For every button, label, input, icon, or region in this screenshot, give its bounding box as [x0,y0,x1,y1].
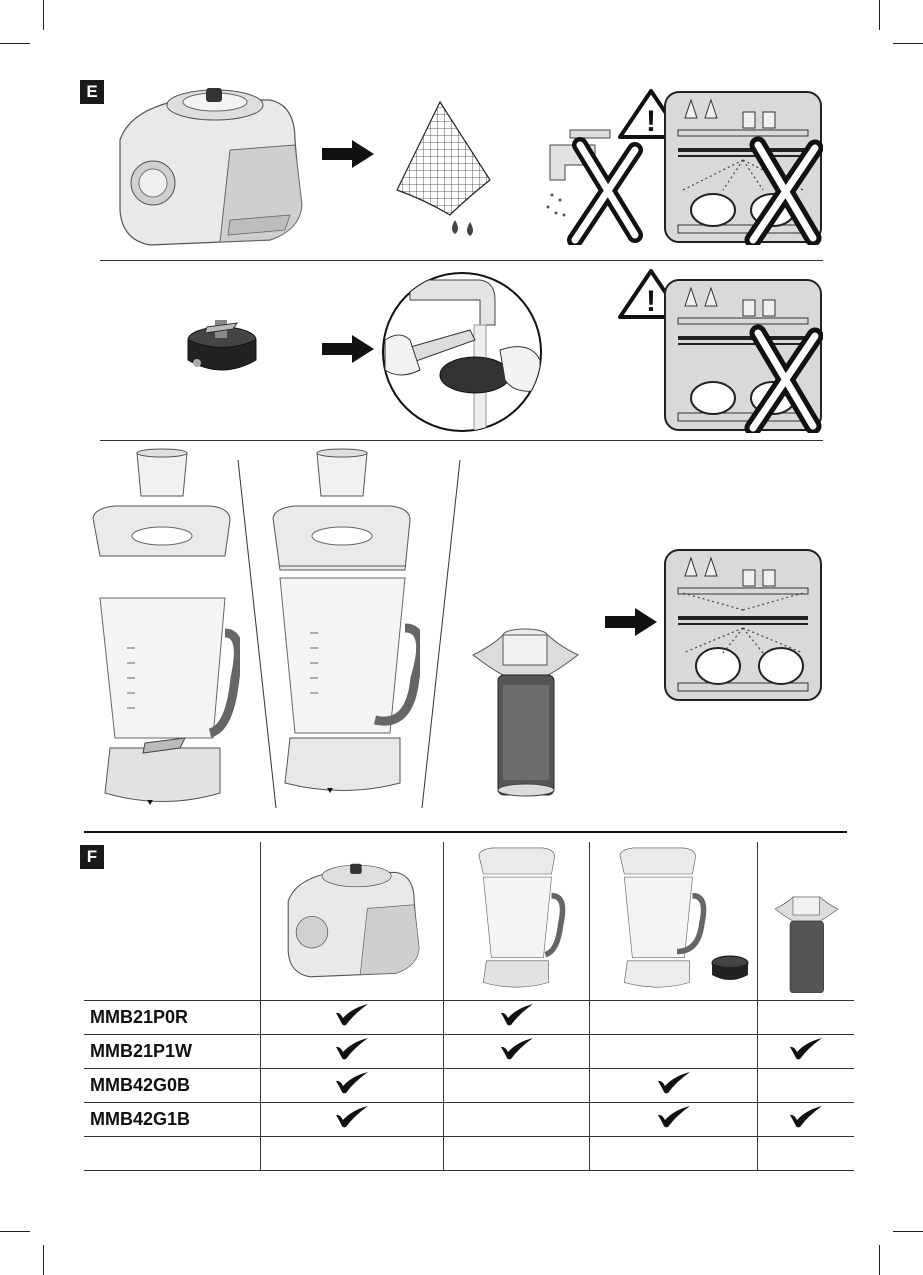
compat-cell-plastic-jug-with-blade [443,1102,590,1137]
compat-cell-motor-base [260,1034,444,1069]
motor-base-thumbnail [287,864,420,978]
compat-cell-motor-base [260,1136,444,1171]
dishwasher-crossed-icon [664,91,823,245]
model-name-cell: MMB21P0R [84,1000,261,1035]
compat-cell-plastic-jug-with-blade [443,1136,590,1171]
compat-cell-vacuum-filter-insert [757,1068,854,1103]
check-mark-icon [657,1071,690,1093]
check-mark-icon [336,1105,368,1127]
divider-slant-1 [237,460,277,809]
crop-mark-bottom-right-v [879,1245,880,1275]
section-divider-f [84,831,847,833]
check-mark-icon [657,1105,690,1127]
check-mark-icon [500,1037,533,1059]
motor-base-illustration [119,88,303,246]
crop-mark-bottom-right-h [893,1231,923,1232]
model-name-cell [84,1136,261,1171]
header-plastic-jug [443,842,590,1001]
table-header-row [84,842,854,1001]
arrow-right-icon [322,335,374,363]
dishwasher-crossed-icon [664,279,823,433]
compat-cell-plastic-jug-with-blade [443,1000,590,1035]
compat-cell-motor-base [260,1102,444,1137]
row-divider-1 [100,260,823,261]
header-motor-base [260,842,444,1001]
compat-cell-motor-base [260,1068,444,1103]
crop-mark-top-left-h [0,43,30,44]
row-divider-2 [100,440,823,441]
vacuum-filter-thumbnail [774,896,839,994]
check-mark-icon [336,1071,368,1093]
model-name-cell: MMB21P1W [84,1034,261,1069]
compat-cell-vacuum-filter-insert [757,1136,854,1171]
glass-jug-exploded-illustration [272,448,420,793]
header-glass-jug-blade [589,842,758,1001]
plastic-jug-exploded-illustration [92,448,240,805]
check-mark-icon [336,1003,368,1025]
table-row: MMB21P1W [84,1034,854,1069]
crop-mark-bottom-left-h [0,1231,30,1232]
arrow-right-icon [605,608,657,636]
dishwasher-icon [664,549,822,701]
check-mark-icon [790,1037,822,1059]
crop-mark-top-right-v [879,0,880,30]
compat-cell-glass-jug-with-removable-blade [589,1136,758,1171]
table-row: MMB42G1B [84,1102,854,1137]
crop-mark-top-left-v [43,0,44,30]
brush-cleaning-circle [382,272,542,432]
model-name-cell: MMB42G0B [84,1068,261,1103]
header-vacuum-filter [757,842,854,1001]
compat-cell-vacuum-filter-insert [757,1034,854,1069]
compat-cell-glass-jug-with-removable-blade [589,1034,758,1069]
crop-mark-top-right-h [893,43,923,44]
section-label-e: E [80,80,104,104]
compat-cell-glass-jug-with-removable-blade [589,1102,758,1137]
svg-text:!: ! [646,105,656,138]
glass-jug-thumbnail [619,847,749,988]
compat-cell-plastic-jug-with-blade [443,1034,590,1069]
header-empty-cell [84,842,261,1001]
table-row [84,1136,854,1171]
table-row: MMB21P0R [84,1000,854,1035]
blade-unit-illustration [187,320,257,371]
compat-cell-vacuum-filter-insert [757,1102,854,1137]
model-name-cell: MMB42G1B [84,1102,261,1137]
check-mark-icon [790,1105,822,1127]
check-mark-icon [500,1003,533,1025]
compat-cell-vacuum-filter-insert [757,1000,854,1035]
compat-cell-glass-jug-with-removable-blade [589,1068,758,1103]
svg-text:!: ! [646,285,656,318]
arrow-right-icon [322,140,374,168]
crop-mark-bottom-left-v [43,1245,44,1275]
compat-cell-glass-jug-with-removable-blade [589,1000,758,1035]
divider-slant-2 [421,460,461,809]
vacuum-filter-illustration [472,628,579,797]
compat-cell-motor-base [260,1000,444,1035]
compat-cell-plastic-jug-with-blade [443,1068,590,1103]
tap-crossed-icon [546,129,643,245]
check-mark-icon [336,1037,368,1059]
plastic-jug-thumbnail [478,847,566,988]
damp-cloth-icon [396,100,491,236]
table-row: MMB42G0B [84,1068,854,1103]
